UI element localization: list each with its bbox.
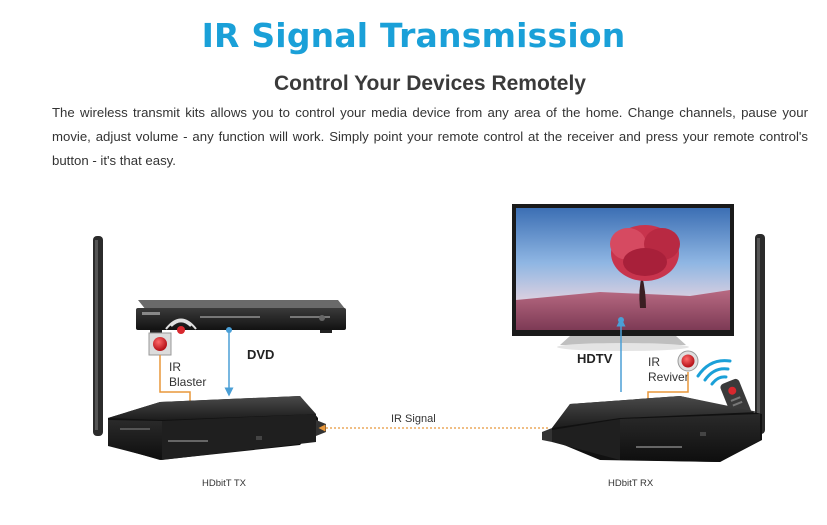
ir-blaster-cable xyxy=(159,355,191,404)
rx-label: HDbitT RX xyxy=(608,478,654,489)
ir-receiver-icon xyxy=(677,350,699,372)
hdtv xyxy=(512,204,734,351)
ir-receiver-label-2: Reviver xyxy=(648,370,689,384)
dvd-label: DVD xyxy=(247,347,274,362)
rx-antenna xyxy=(755,234,765,434)
ir-blaster-label-1: IR xyxy=(169,360,181,374)
ir-signal-label: IR Signal xyxy=(391,413,436,425)
page-subtitle: Control Your Devices Remotely xyxy=(274,72,586,95)
ir-receiver-label-1: IR xyxy=(648,355,660,369)
page-title: IR Signal Transmission xyxy=(201,16,626,55)
ir-blaster-label-2: Blaster xyxy=(169,375,206,389)
tx-antenna xyxy=(93,236,103,436)
ir-blaster-emitter-icon xyxy=(165,318,197,334)
ir-receiver-cable xyxy=(647,372,689,402)
description-text: The wireless transmit kits allows you to… xyxy=(52,105,808,168)
hdbitt-tx-box xyxy=(108,396,326,460)
tx-label: HDbitT TX xyxy=(202,478,247,489)
hdtv-label: HDTV xyxy=(577,351,613,366)
hdbitt-rx-box xyxy=(542,396,762,462)
dvd-player xyxy=(136,300,346,333)
ir-blaster-icon xyxy=(148,332,172,356)
